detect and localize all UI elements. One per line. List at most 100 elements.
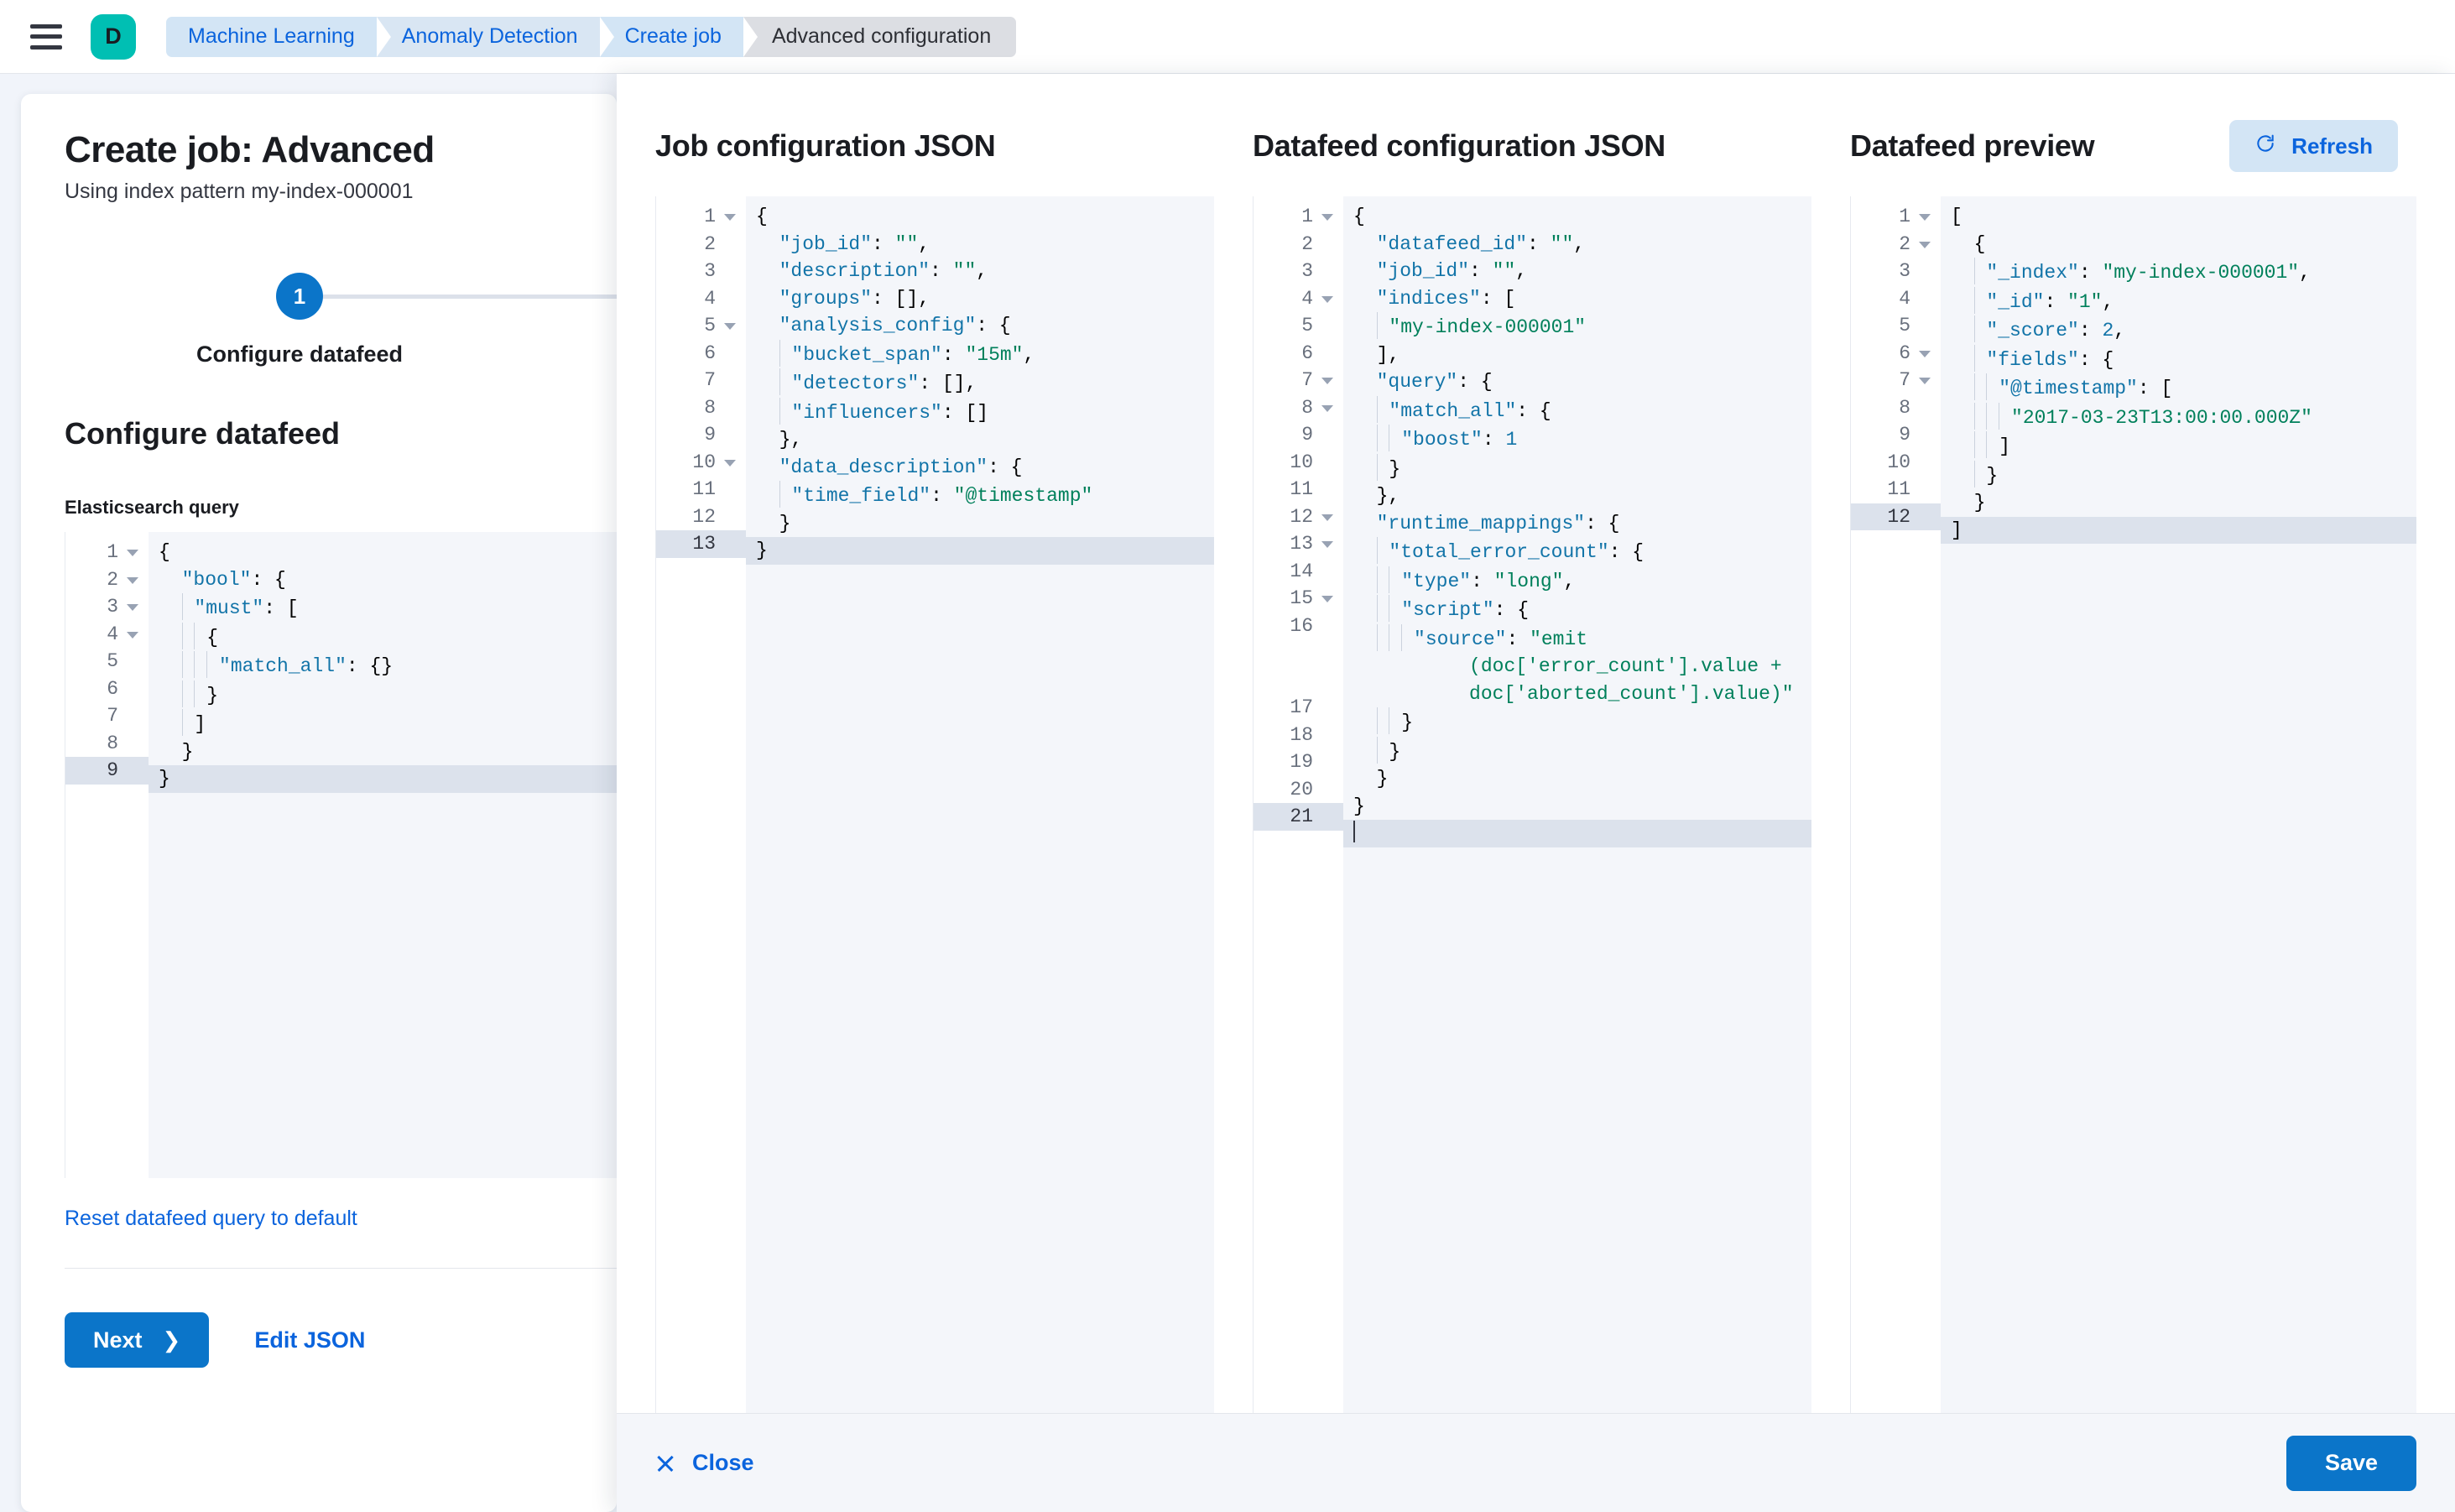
code-line-3[interactable]: "must": [ (149, 593, 617, 623)
code-line-3[interactable]: "_index": "my-index-000001", (1941, 258, 2416, 287)
fold-caret-icon[interactable] (1919, 350, 1931, 357)
code-line-4[interactable]: "groups": [], (779, 287, 930, 310)
gutter-line-5[interactable]: 5 (107, 650, 118, 672)
code-line-19[interactable]: } (1353, 768, 1389, 790)
code-line-4[interactable]: "indices": [ (1376, 287, 1516, 310)
gutter-line-5[interactable]: 5 (1899, 315, 1910, 336)
gutter-line-14[interactable]: 14 (1290, 560, 1313, 582)
code-line-2[interactable]: "job_id": "", (779, 232, 930, 255)
code-line-5[interactable]: "analysis_config": { (779, 315, 1011, 336)
code-line-6[interactable]: "bucket_span": "15m", (746, 339, 1214, 369)
code-line-8[interactable]: "influencers": [] (746, 397, 1214, 427)
fold-caret-icon[interactable] (1919, 378, 1931, 384)
gutter-line-18[interactable]: 18 (1290, 723, 1313, 746)
breadcrumb-item-2[interactable]: Create job (599, 16, 758, 57)
space-avatar[interactable]: D (91, 13, 136, 60)
fold-caret-icon[interactable] (1321, 541, 1333, 548)
gutter-line-1[interactable]: 1 (65, 539, 149, 566)
code-line-5[interactable]: "match_all": {} (149, 651, 617, 680)
fold-caret-icon[interactable] (127, 604, 138, 611)
save-button[interactable]: Save (2286, 1435, 2416, 1491)
code-line-5[interactable]: "_score": 2, (1941, 315, 2416, 345)
gutter-line-7[interactable]: 7 (1851, 367, 1941, 394)
gutter-line-12[interactable]: 12 (1254, 503, 1343, 531)
gutter-line-10[interactable]: 10 (1290, 451, 1313, 473)
next-button[interactable]: Next ❯ (65, 1312, 210, 1368)
gutter-line-11[interactable]: 11 (1290, 478, 1313, 500)
gutter-line-4[interactable]: 4 (704, 287, 716, 310)
code-line-12[interactable]: ] (1941, 516, 2416, 544)
close-button[interactable]: Close (655, 1450, 754, 1476)
code-line-15[interactable]: "script": { (1343, 595, 1811, 624)
code-line-11[interactable]: "time_field": "@timestamp" (746, 481, 1214, 510)
code-line-7[interactable]: "detectors": [], (746, 368, 1214, 398)
code-line-18[interactable]: } (1343, 736, 1811, 766)
gutter-line-1[interactable]: 1 (1851, 203, 1941, 231)
gutter-line-7[interactable]: 7 (704, 369, 716, 391)
gutter-line-2[interactable]: 2 (1851, 231, 1941, 258)
gutter-line-9[interactable]: 9 (1899, 424, 1910, 446)
code-line-12[interactable]: } (756, 512, 791, 534)
code-line-3[interactable]: "description": "", (779, 260, 988, 282)
hamburger-icon[interactable] (30, 23, 62, 50)
code-line-20[interactable]: } (1353, 795, 1365, 817)
fold-caret-icon[interactable] (127, 631, 138, 639)
refresh-button[interactable]: Refresh (2229, 120, 2398, 172)
gutter-line-11[interactable]: 11 (1887, 478, 1910, 500)
code-line-7[interactable]: "query": { (1376, 371, 1493, 393)
gutter-line-21[interactable]: 21 (1254, 803, 1343, 831)
gutter-line-8[interactable]: 8 (704, 396, 716, 419)
code-line-6[interactable]: } (149, 680, 617, 710)
gutter-line-5[interactable]: 5 (656, 312, 746, 340)
code-line-6[interactable]: "fields": { (1941, 344, 2416, 374)
breadcrumb-item-1[interactable]: Anomaly Detection (376, 16, 613, 57)
code-line-13[interactable]: } (746, 537, 1214, 565)
fold-caret-icon[interactable] (1321, 295, 1333, 303)
gutter-line-13[interactable]: 13 (1254, 530, 1343, 558)
code-line-1[interactable]: { (756, 206, 768, 227)
code-line-6[interactable]: ], (1353, 343, 1400, 366)
code-line-10[interactable]: "data_description": { (779, 456, 1023, 478)
code-line-4[interactable]: "_id": "1", (1941, 286, 2416, 316)
gutter-line-4[interactable]: 4 (65, 621, 149, 649)
code-line-16[interactable]: "source": "emit (1343, 623, 1811, 654)
gutter-line-6[interactable]: 6 (1851, 340, 1941, 368)
fold-caret-icon[interactable] (1321, 514, 1333, 521)
gutter-line-6[interactable]: 6 (1301, 342, 1313, 364)
code-line-2[interactable]: "datafeed_id": "", (1376, 232, 1586, 255)
code-line-10[interactable]: } (1343, 453, 1811, 483)
gutter-line-8[interactable]: 8 (1899, 396, 1910, 419)
fold-caret-icon[interactable] (127, 550, 138, 556)
gutter-line-12[interactable]: 12 (1851, 503, 1941, 530)
gutter-line-10[interactable]: 10 (656, 449, 746, 477)
gutter-line-13[interactable]: 13 (656, 530, 746, 558)
code-line-11[interactable]: } (1951, 492, 1986, 514)
code-line-7[interactable]: "@timestamp": [ (1941, 373, 2416, 403)
code-line-8[interactable]: "2017-03-23T13:00:00.000Z" (1941, 402, 2416, 432)
gutter-line-11[interactable]: 11 (692, 478, 716, 500)
code-line-16-wrap-0[interactable]: (doc['error_count'].value + (1469, 655, 1782, 677)
gutter-line-7[interactable]: 7 (1254, 367, 1343, 394)
fold-caret-icon[interactable] (127, 576, 138, 584)
fold-caret-icon[interactable] (1321, 378, 1333, 384)
breadcrumb-item-3[interactable]: Advanced configuration (743, 16, 1017, 57)
code-line-13[interactable]: "total_error_count": { (1343, 537, 1811, 566)
code-line-12[interactable]: "runtime_mappings": { (1376, 512, 1620, 534)
fold-caret-icon[interactable] (724, 214, 736, 221)
code-line-8[interactable]: "match_all": { (1343, 395, 1811, 425)
gutter-line-6[interactable]: 6 (704, 342, 716, 364)
fold-caret-icon[interactable] (1919, 241, 1931, 248)
code-line-1[interactable]: [ (1951, 206, 1962, 227)
reset-datafeed-query-link[interactable]: Reset datafeed query to default (65, 1207, 357, 1230)
gutter-line-5[interactable]: 5 (1301, 315, 1313, 336)
gutter-line-1[interactable]: 1 (656, 203, 746, 231)
gutter-line-16[interactable]: 16 (1290, 614, 1313, 637)
gutter-line-6[interactable]: 6 (107, 677, 118, 700)
gutter-line-3[interactable]: 3 (1899, 260, 1910, 282)
breadcrumb-item-0[interactable]: Machine Learning (166, 16, 390, 57)
gutter-line-3[interactable]: 3 (1301, 260, 1313, 282)
editor-code[interactable]: { "bool": { "must": [ { "match_all": {} … (149, 532, 617, 1178)
